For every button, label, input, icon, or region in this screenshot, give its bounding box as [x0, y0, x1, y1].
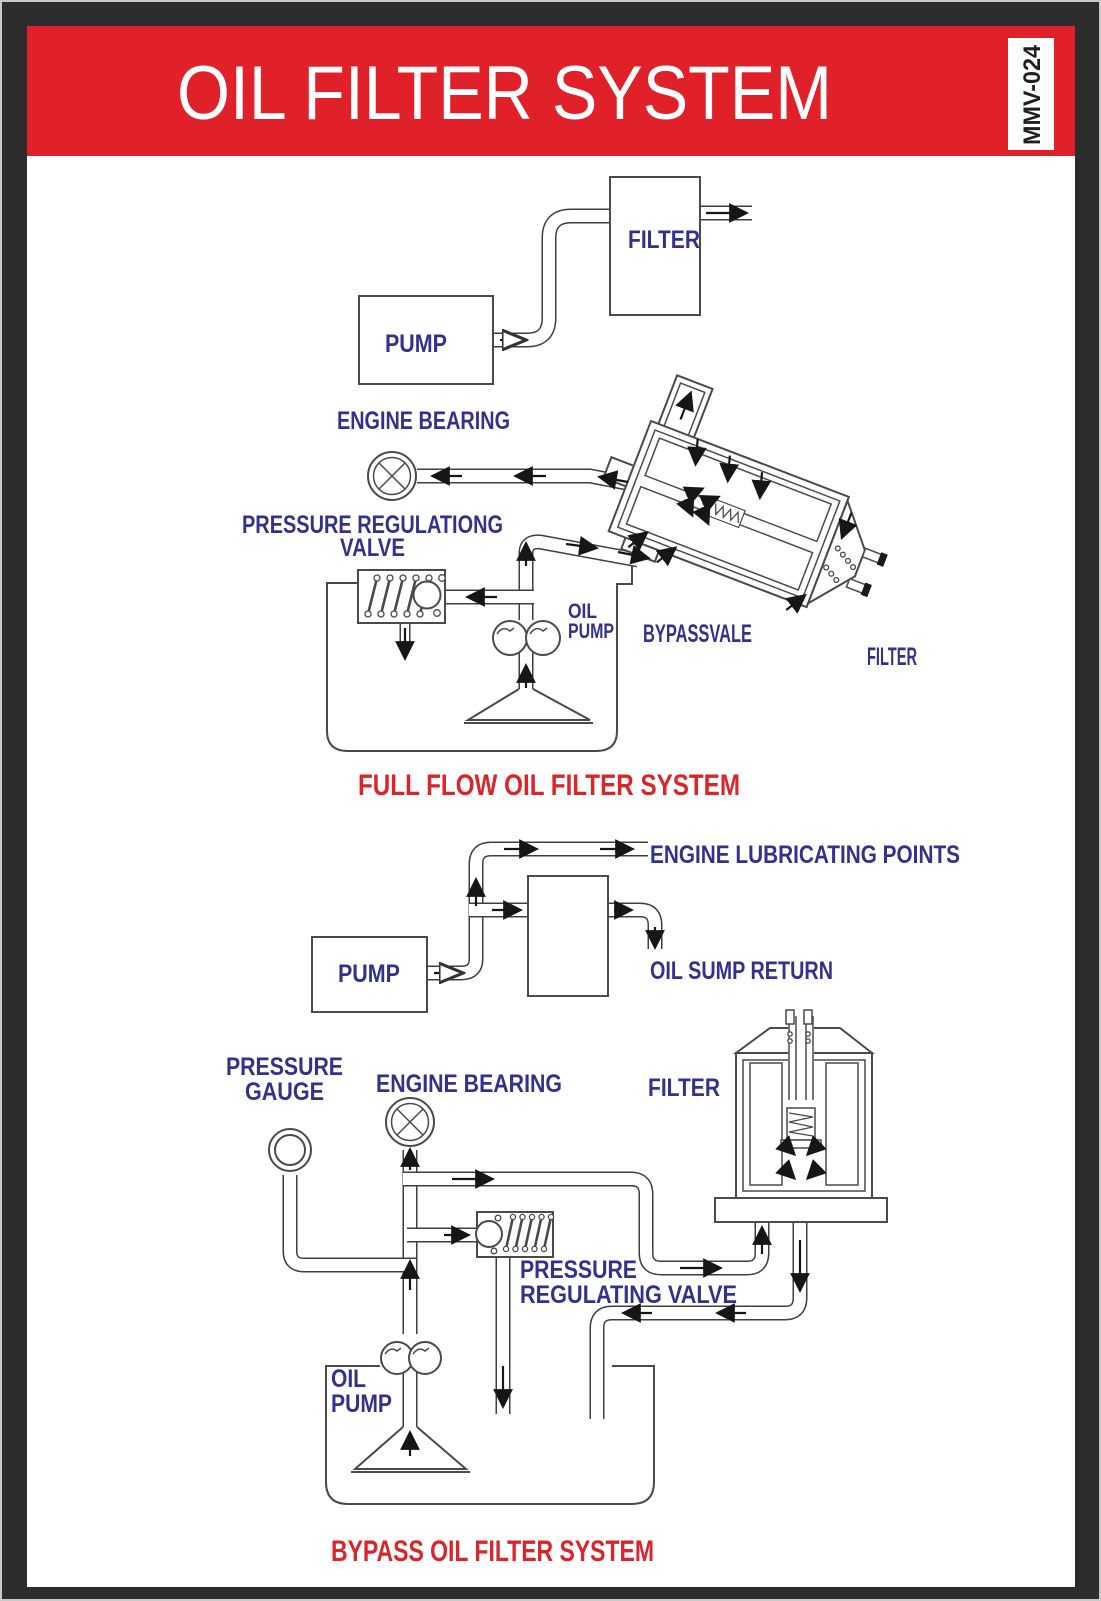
flow-arrows-canister [775, 1135, 827, 1181]
label-bypass-valve: BYPASSVALE [643, 620, 752, 648]
label-pump-box: PUMP [338, 960, 400, 988]
pump-box [311, 936, 428, 1013]
pipe-filter-to-bearing [417, 468, 634, 492]
label-engine-bearing: ENGINE BEARING [337, 407, 510, 435]
filter-cartridge [602, 374, 888, 614]
label-pump-box: PUMP [385, 330, 447, 358]
label-pressure-gauge-line1: PRESSURE [226, 1053, 343, 1081]
pipe-gauge-branch [282, 1175, 416, 1273]
bypass-diagram: ENGINE LUBRICATING POINTS PUMP OIL SUMP … [226, 839, 960, 1568]
label-pressure-gauge-line2: GAUGE [245, 1078, 324, 1106]
engine-bearing-symbol [367, 451, 417, 501]
oil-pickup-funnel [464, 688, 593, 724]
flow-arrows-bypass [400, 839, 810, 1456]
oil-pump-symbol [380, 1341, 442, 1375]
code-text: MMV-024 [1019, 44, 1046, 145]
oil-pump-symbol [492, 620, 561, 656]
inline-unit-box [527, 875, 609, 997]
filter-element-left [749, 1062, 783, 1186]
bypass-spring [715, 503, 739, 524]
filter-element-right [825, 1062, 859, 1186]
label-filter-cartridge: FILTER [867, 643, 917, 671]
label-oil-pump-line2: PUMP [568, 620, 614, 643]
pressure-regulating-valve-symbol [357, 569, 446, 624]
filter-box [609, 176, 701, 316]
oil-sump-tank [325, 1365, 655, 1505]
caption-full-flow: FULL FLOW OIL FILTER SYSTEM [358, 769, 740, 802]
banner-rect [27, 26, 1075, 156]
relief-spring [788, 1112, 814, 1137]
full-flow-diagram: FILTER PUMP ENGINE BEARING PRESSURE REGU… [242, 176, 917, 802]
label-filter-box: FILTER [628, 226, 700, 254]
header-banner: OIL FILTER SYSTEM MMV-024 [27, 26, 1075, 156]
center-tube-bg [788, 1016, 814, 1100]
flow-arrows-cartridge [627, 390, 858, 614]
label-prv-line2: REGULATING VALVE [520, 1281, 737, 1309]
pressure-regulating-valve-symbol [475, 1211, 555, 1258]
code-badge [1008, 38, 1054, 150]
caption-bypass: BYPASS OIL FILTER SYSTEM [331, 1535, 654, 1568]
filter-canister [714, 1009, 888, 1223]
pipe-to-filter-canister [403, 1171, 770, 1276]
label-oil-pump-line1: OIL [568, 600, 597, 623]
label-prv-line1: PRESSURE [520, 1256, 637, 1284]
label-oil-pump-line2: PUMP [331, 1390, 392, 1418]
label-prv-line2: VALVE [340, 534, 405, 562]
oil-sump-tank [326, 566, 633, 752]
pipe-pump-to-filter [493, 208, 610, 348]
label-filter: FILTER [648, 1074, 720, 1102]
pipe-oil-sump-return [608, 902, 663, 953]
pipe-filter-return [589, 1220, 808, 1423]
label-engine-lubricating-points: ENGINE LUBRICATING POINTS [650, 841, 960, 869]
pump-box [358, 295, 494, 385]
label-oil-pump-line1: OIL [331, 1365, 366, 1393]
flow-arrows-full-flow [395, 203, 749, 688]
label-prv-line1: PRESSURE REGULATIONG [242, 511, 503, 539]
page-title: OIL FILTER SYSTEM [177, 51, 832, 136]
label-engine-bearing: ENGINE BEARING [376, 1070, 562, 1098]
label-oil-sump-return: OIL SUMP RETURN [650, 957, 833, 985]
canister-base [714, 1197, 888, 1223]
pressure-gauge-symbol [268, 1128, 312, 1172]
engine-bearing-symbol [385, 1097, 435, 1147]
